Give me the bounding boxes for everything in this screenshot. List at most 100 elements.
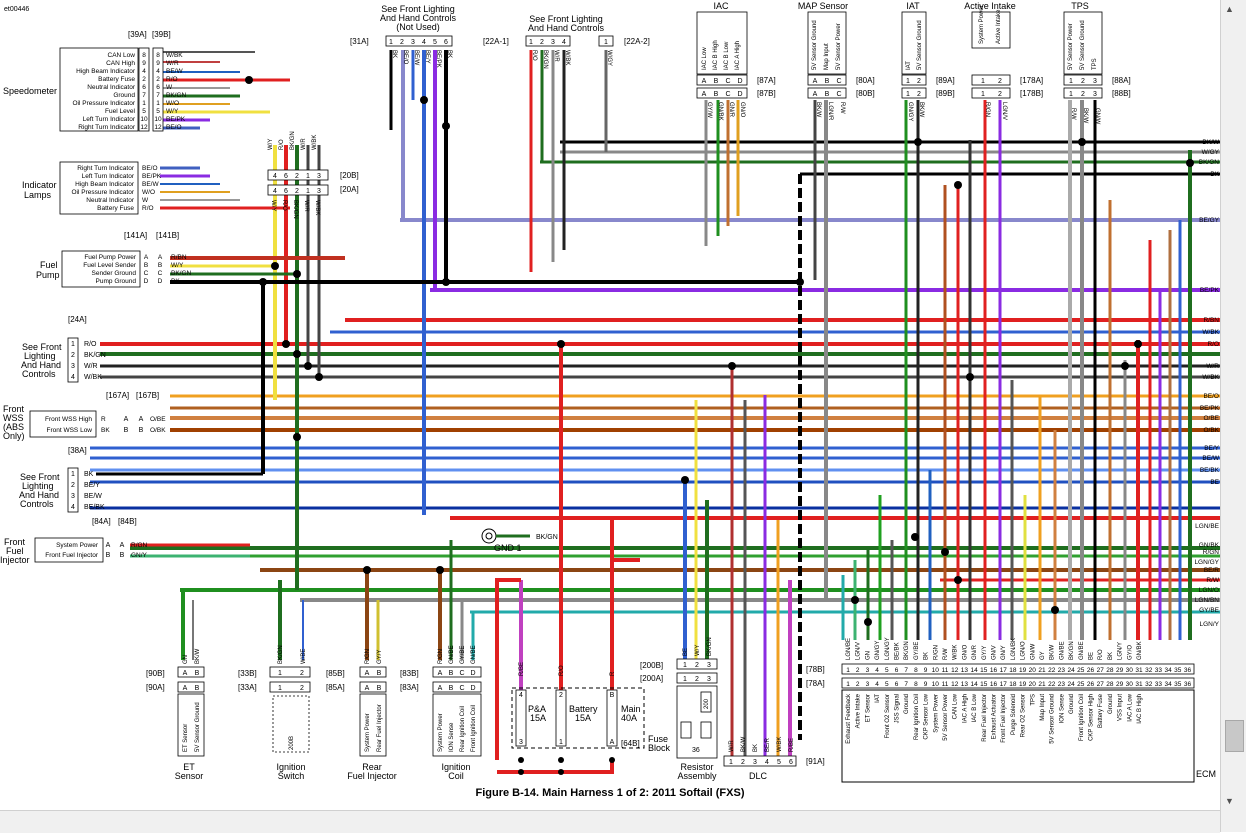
pin-letter: B	[195, 670, 200, 677]
pin-number: 33	[1155, 667, 1163, 674]
speedometer-title: Speedometer	[3, 86, 57, 96]
wire-label: W/BE	[301, 649, 307, 664]
pin-number: 2	[400, 39, 404, 46]
injector-body	[34, 537, 104, 563]
wire-label: BK/W	[1082, 108, 1088, 124]
pin-number: 1	[278, 685, 282, 692]
pin-function: Right Turn Indicator	[77, 165, 135, 172]
pin-number: 10	[932, 681, 940, 688]
pin-number: 4	[562, 39, 566, 46]
pin-number: 21	[1038, 667, 1046, 674]
rear-fuel-injector-block: [85B] [85A] A B A B System Power Rear Fu…	[326, 649, 397, 781]
pin-function: Battery Fuse	[97, 205, 134, 212]
scroll-up-arrow-icon[interactable]: ▲	[1225, 4, 1234, 14]
pin-row	[696, 87, 748, 99]
indicator-title: Indicator	[22, 180, 57, 190]
pin-number: 5	[885, 681, 889, 688]
pin-function: Left Turn Indicator	[83, 116, 136, 123]
vertical-scrollbar[interactable]: ▲ ▼	[1220, 0, 1246, 832]
wire-label: W/Y	[270, 200, 276, 211]
pin-function: Fuel Level Sender	[83, 262, 137, 269]
block-title: WSS	[3, 413, 24, 423]
wire-label: GN	[865, 651, 871, 660]
wire-label: GN/BK	[717, 102, 723, 121]
wire-label: BE	[1089, 652, 1095, 660]
label-line: And Hand Controls	[528, 23, 605, 33]
pin-number: 28	[1106, 681, 1114, 688]
pin-function: Front O2 Sensor	[885, 694, 891, 738]
iat-connector: IAT 5V Sensor Ground 1 2 1 2 [89A] [89B]…	[901, 11, 955, 121]
pin-row	[269, 666, 311, 678]
pin-letter: A	[702, 91, 707, 98]
pin-row	[841, 677, 1195, 689]
resistor-assembly: [200B] [200A] 1 2 3 1 2 3 200 36 BE W/Y …	[640, 637, 718, 781]
pin-number: 34	[1164, 681, 1172, 688]
pin-function: 5V Sensor Power	[1068, 23, 1074, 70]
fuel-pump-title: Pump	[36, 270, 60, 280]
connector-id: [90B]	[146, 669, 165, 678]
pin-function: Active Intake	[856, 693, 862, 728]
wire-label: LGN/V	[1001, 102, 1007, 120]
dlc-block: [91A] DLC	[723, 755, 825, 781]
pin-number: 4	[273, 188, 277, 195]
pin-number: 6	[789, 759, 793, 766]
fuse-block-title: Fuse	[648, 734, 668, 744]
connector-id: [141B]	[156, 231, 179, 240]
connector-id: [88A]	[1112, 76, 1131, 85]
pin-function: Exhaust Actuator	[992, 694, 998, 739]
pin-letter: C	[725, 91, 730, 98]
connector-id: [87B]	[757, 89, 776, 98]
pin-number: 3	[866, 667, 870, 674]
pin-letter: C	[725, 78, 730, 85]
wire-label: LGN/V	[856, 642, 862, 660]
wire-label: GN/GY	[907, 102, 913, 121]
wire-label: LGN/BN	[1195, 597, 1220, 604]
wire-label: W/BK	[953, 645, 959, 660]
horizontal-scrollbar[interactable]	[0, 810, 1220, 833]
block-title: Only)	[3, 431, 25, 441]
pin-number: 1	[142, 100, 146, 107]
pin-number: 5	[156, 108, 160, 115]
wire-label: BK	[101, 427, 110, 434]
indicator-lamps-block: Indicator Lamps	[22, 161, 139, 215]
wire-label: GY/W	[706, 102, 712, 118]
resistor-title: Assembly	[677, 771, 717, 781]
map-sensor-connector: 5V Sensor Ground Map Input 5V Sensor Pow…	[807, 11, 875, 121]
connector-id: [200B]	[640, 661, 663, 670]
wire-label: BE/O	[402, 50, 408, 65]
pin-column	[67, 467, 79, 513]
pin-number: 2	[917, 78, 921, 85]
indicator-body	[59, 161, 139, 215]
wire-label: R/O	[1207, 341, 1219, 348]
pin-function: Map Input	[1040, 694, 1046, 721]
connector-id: [80A]	[856, 76, 875, 85]
scroll-down-arrow-icon[interactable]: ▼	[1225, 796, 1234, 806]
pin-letter: A	[183, 670, 188, 677]
scrollbar-thumb[interactable]	[1225, 720, 1244, 752]
fuse-name: Main	[621, 704, 641, 714]
pin-number: 9	[924, 667, 928, 674]
wire-label: BE/Y	[1204, 445, 1219, 452]
pin-number: 1	[278, 670, 282, 677]
wire-label: R/O	[84, 341, 97, 348]
pin-number: 1	[306, 188, 310, 195]
wire-label: BK/W	[918, 102, 924, 118]
wire-label: W/O	[142, 189, 155, 196]
pin-function: Neutral Indicator	[86, 197, 135, 204]
pin-number: 2	[295, 173, 299, 180]
pin-function: JSS Signal	[895, 694, 901, 723]
pin-number: 2	[156, 76, 160, 83]
pin-number: 19	[1019, 667, 1027, 674]
pin-number: 6	[895, 667, 899, 674]
wire-label: BK/GN	[290, 131, 296, 150]
pin-number: 31	[1135, 667, 1143, 674]
pin-function: IAC B Low	[972, 693, 978, 722]
pin-number: 1	[906, 91, 910, 98]
part-label: 36	[692, 747, 700, 754]
connector-id: [39A]	[128, 30, 147, 39]
wire-label: O/BK	[150, 427, 166, 434]
pin-number: 1	[846, 667, 850, 674]
pin-number: 7	[156, 92, 160, 99]
ignition-switch-block: [33B] [33A] 1 2 1 2 200B BK/GN W/BE Igni…	[238, 645, 311, 781]
